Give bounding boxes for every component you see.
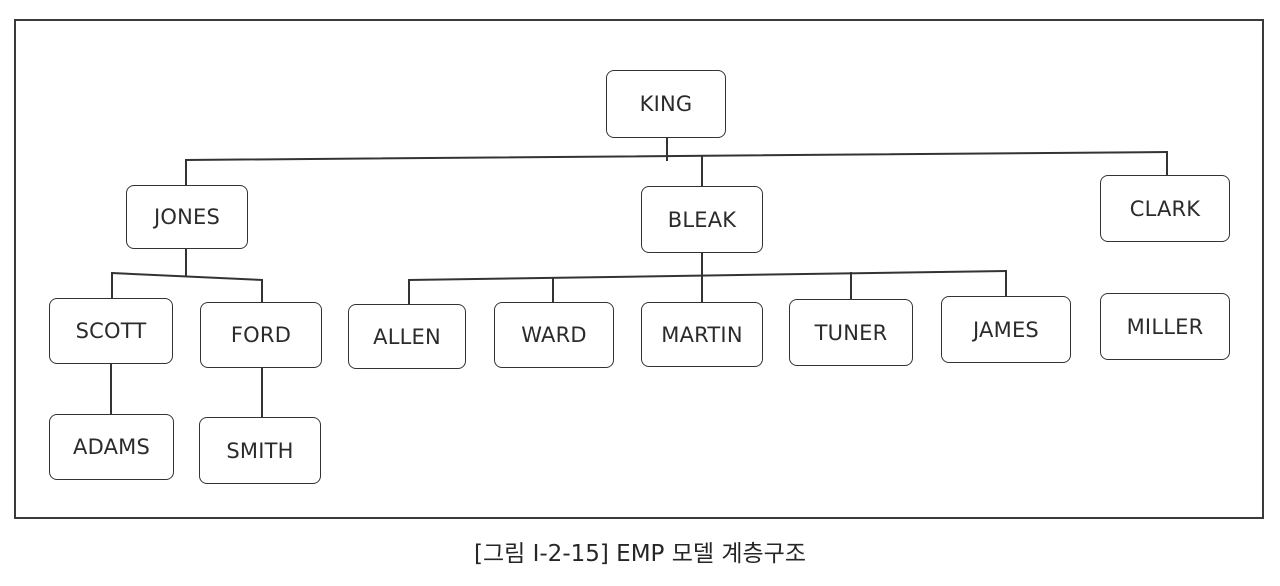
node-adams: ADAMS bbox=[49, 414, 174, 480]
node-king: KING bbox=[606, 70, 726, 138]
figure-caption: [그림 Ⅰ-2-15] EMP 모델 계층구조 bbox=[474, 541, 806, 567]
node-bleak: BLEAK bbox=[641, 186, 763, 253]
edge-level1-bus bbox=[184, 150, 1169, 162]
node-allen: ALLEN bbox=[348, 304, 466, 369]
node-tuner: TUNER bbox=[789, 299, 913, 366]
node-james: JAMES bbox=[941, 296, 1071, 363]
edge-jones-bus bbox=[110, 271, 264, 282]
edge-bleak-bus bbox=[407, 269, 1008, 282]
node-jones: JONES bbox=[126, 185, 248, 249]
node-ward: WARD bbox=[494, 302, 614, 368]
node-scott: SCOTT bbox=[49, 298, 173, 364]
node-martin: MARTIN bbox=[641, 302, 763, 367]
node-clark: CLARK bbox=[1100, 175, 1230, 242]
node-smith: SMITH bbox=[199, 417, 321, 484]
node-ford: FORD bbox=[200, 302, 322, 368]
node-miller: MILLER bbox=[1100, 293, 1230, 360]
diagram-frame bbox=[14, 19, 1264, 519]
